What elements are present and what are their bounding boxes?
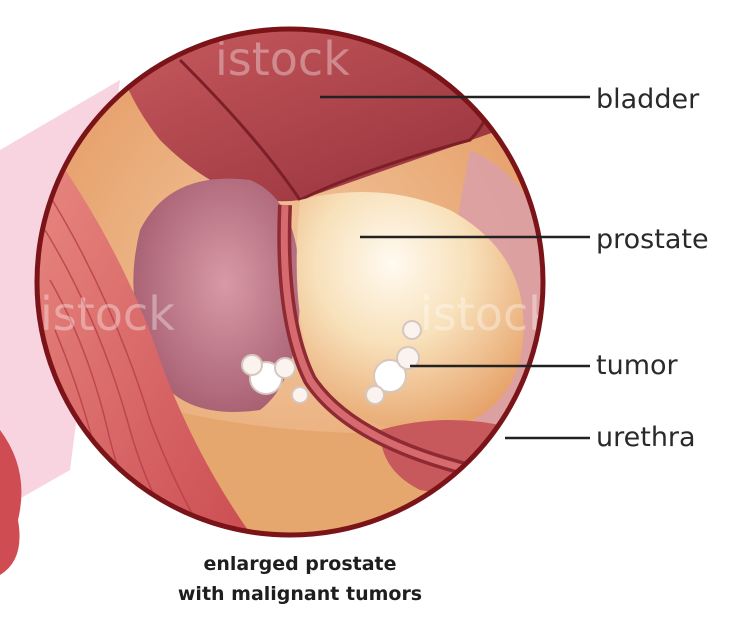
watermark-left: istock xyxy=(40,287,175,341)
caption-line-1: enlarged prostate xyxy=(100,555,500,574)
caption-line-2: with malignant tumors xyxy=(100,585,500,604)
label-prostate: prostate xyxy=(596,226,709,253)
watermark-top: istock xyxy=(215,32,350,86)
label-urethra: urethra xyxy=(596,424,696,451)
watermark-right: istock xyxy=(420,287,555,341)
label-tumor: tumor xyxy=(596,352,678,379)
label-bladder: bladder xyxy=(596,86,699,113)
